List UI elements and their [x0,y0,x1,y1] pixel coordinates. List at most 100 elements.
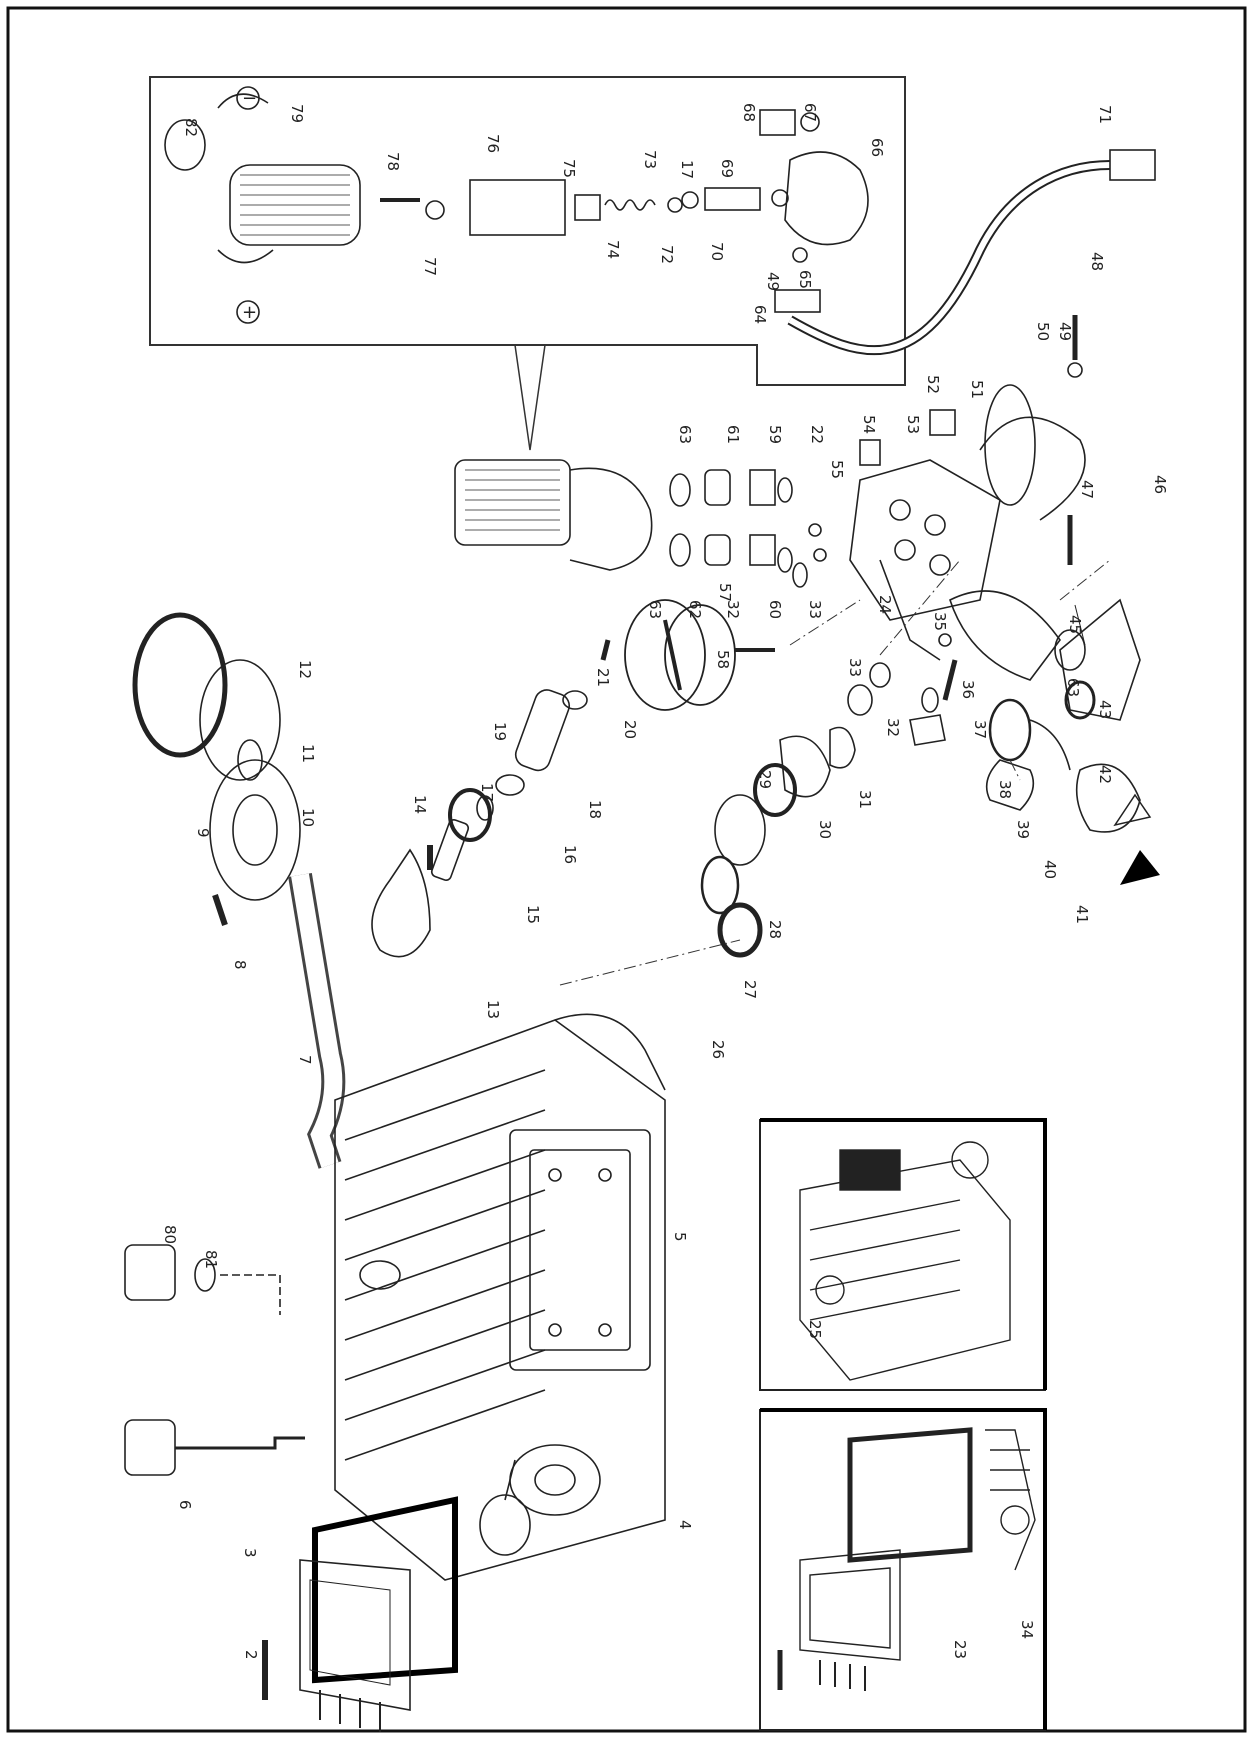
callout-13: 13 [484,1000,502,1019]
callout-76: 76 [484,134,502,153]
pump-body-5 [334,1013,666,1581]
callout-61: 61 [724,425,742,444]
callout-19: 19 [491,722,509,741]
part-11-ring [199,659,281,781]
part-32-upper [749,534,776,566]
part-25-breather [815,1275,845,1305]
callout-72: 72 [658,245,676,264]
callout-39: 39 [1014,820,1032,839]
callout-48: 48 [1088,252,1106,271]
callout-35: 35 [931,612,949,631]
regulator-housing [569,467,653,571]
assembly-centerlines [559,559,1111,986]
callout-30: 30 [816,820,834,839]
seal-column [700,629,1141,958]
crankshaft-assembly [132,612,346,1169]
callout-63-mid: 63 [646,600,664,619]
callout-22: 22 [808,425,826,444]
part-2-cover [299,1559,411,1711]
plug-centerline [220,1274,281,1315]
part-63-bottom [669,533,691,567]
regulator-parts [164,86,869,324]
pump-assembly-inset-shadow [760,1118,1047,1390]
callout-77: 77 [421,257,439,276]
breather-port [359,1260,401,1290]
minus-circle [236,86,260,110]
callout-52: 52 [924,375,942,394]
callout-36: 36 [959,680,977,699]
callout-31: 31 [856,790,874,809]
callout-40: 40 [1041,860,1059,879]
part-26 [717,902,763,958]
part-77-nut [425,200,445,220]
callout-66: 66 [868,138,886,157]
callout-32-upper: 32 [724,600,742,619]
part-35-ball [938,633,952,647]
part-52-plug [929,409,956,436]
knob-ribs [240,174,350,236]
valve-head-parts [454,315,1141,721]
part-21-bolt [600,639,611,661]
part-28 [714,794,766,866]
callout-70: 70 [708,242,726,261]
part-75-sleeve [574,194,601,221]
callout-81: 81 [202,1250,220,1269]
part-24-gasket [847,1427,973,1563]
callout-33-lower: 33 [846,658,864,677]
callout-74: 74 [604,240,622,259]
callout-75: 75 [560,159,578,178]
part-30 [779,735,831,798]
rear-cover-parts [262,1496,458,1732]
callout-64: 64 [751,305,769,324]
part-27 [700,855,740,915]
callout-16: 16 [561,845,579,864]
callout-42: 42 [1096,765,1114,784]
callout-9: 9 [194,828,212,838]
rotation-arrow-plus [217,249,274,264]
part-32-lower [847,684,873,716]
inset-pump-assembled [799,1141,1011,1381]
part-43 [1029,719,1071,771]
part-36-spring [942,659,958,701]
part-68-plug [759,109,796,136]
callout-47: 47 [1078,480,1096,499]
part-4-bushing [504,1444,601,1516]
part-66-housing [784,151,869,246]
callout-63-top: 63 [676,425,694,444]
part-49 [1067,362,1083,378]
part-13-conrod [371,848,431,958]
part-29 [753,763,797,817]
callout-17: 17 [478,783,496,802]
callout-49: 49 [1056,322,1074,341]
part-37 [921,687,939,713]
callout-43: 43 [1096,700,1114,719]
callout-73: 73 [641,150,659,169]
part-20 [562,690,588,710]
callout-2: 2 [242,1650,260,1660]
part-63-top [669,473,691,507]
callout-82: 82 [182,118,200,137]
inset-pointer [514,344,546,451]
plus-symbol: + [242,302,257,323]
callout-3: 3 [241,1548,259,1558]
part-8-key [212,894,228,926]
callout-25: 25 [806,1320,824,1339]
pressure-gauge-58 [624,599,775,711]
callout-27: 27 [741,980,759,999]
inset-gauge [951,1141,989,1179]
part-15-rod [430,818,470,882]
callout-18: 18 [586,800,604,819]
callout-80: 80 [161,1225,179,1244]
callout-15: 15 [524,905,542,924]
callout-53: 53 [904,415,922,434]
part-76-body [469,179,566,236]
part-17-oring [681,191,699,209]
regulator-assembled [454,459,571,546]
callout-55: 55 [828,460,846,479]
part-33-lower [869,662,891,688]
callout-26: 26 [709,1040,727,1059]
page-border [6,6,1247,1733]
part-22 [777,477,793,503]
callout-37: 37 [971,720,989,739]
